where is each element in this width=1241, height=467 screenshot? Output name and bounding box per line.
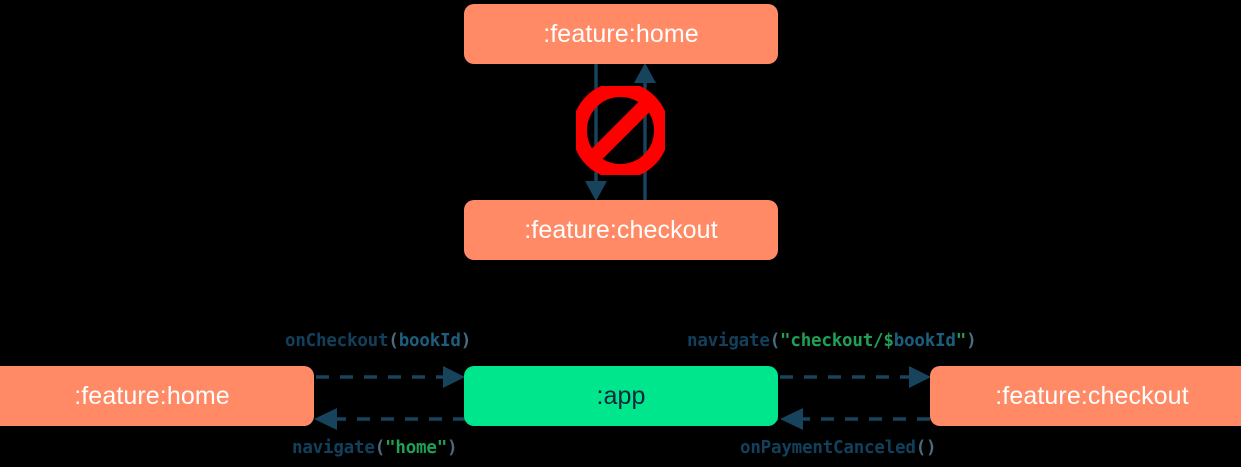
edge-label-token: () <box>915 438 937 458</box>
node-label: :feature:home <box>74 381 230 410</box>
edge-app-to-checkout <box>780 366 931 388</box>
edge-label-token: " <box>955 331 967 351</box>
node-app[interactable]: :app <box>464 366 778 426</box>
edge-label-token: ( <box>769 331 781 351</box>
node-label: :feature:checkout <box>995 381 1189 410</box>
edge-label-checkout-to-app: onPaymentCanceled() <box>740 438 937 458</box>
edge-label-app-to-checkout: navigate("checkout/$bookId") <box>687 331 977 351</box>
edge-label-token: ) <box>460 331 472 351</box>
edge-label-home-to-app: onCheckout(bookId) <box>285 331 471 351</box>
node-label: :app <box>596 381 646 410</box>
edge-label-token: bookId <box>893 331 956 351</box>
edge-label-token: ( <box>388 331 399 351</box>
edge-label-token: "checkout/$ <box>780 331 894 351</box>
edge-label-token: bookId <box>398 331 461 351</box>
node-label: :feature:checkout <box>524 215 718 244</box>
node-label: :feature:home <box>543 19 699 48</box>
edge-label-token: onPaymentCanceled <box>740 438 916 458</box>
node-feature-checkout-top[interactable]: :feature:checkout <box>464 200 778 260</box>
no-entry-icon <box>576 86 665 175</box>
edge-label-token: ( <box>374 438 386 458</box>
node-feature-checkout-bottom[interactable]: :feature:checkout <box>930 366 1241 426</box>
node-feature-home-top[interactable]: :feature:home <box>464 4 778 64</box>
edge-label-app-to-home: navigate("home") <box>292 438 458 458</box>
edge-label-token: navigate <box>292 438 375 458</box>
edge-checkout-to-app <box>780 408 930 430</box>
edge-label-token: ) <box>447 438 458 458</box>
edge-label-token: ) <box>966 331 977 351</box>
edge-label-token: onCheckout <box>285 331 389 351</box>
edge-home-to-app <box>316 366 465 388</box>
edge-label-token: navigate <box>687 331 770 351</box>
edge-label-token: "home" <box>385 438 448 458</box>
node-feature-home-bottom[interactable]: :feature:home <box>0 366 314 426</box>
